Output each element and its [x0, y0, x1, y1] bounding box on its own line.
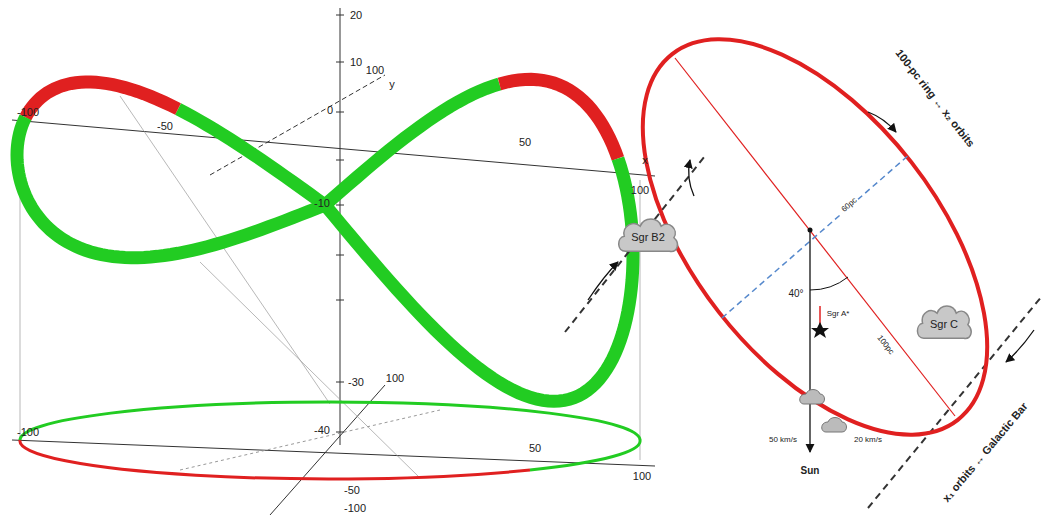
tick-mark [336, 382, 344, 383]
tick-mark [336, 112, 344, 113]
tick-mark [336, 432, 344, 433]
axis-number: y [387, 78, 397, 90]
tick-mark [336, 205, 344, 206]
ribbon-segment [499, 79, 617, 158]
cloud-label: Sgr B2 [616, 231, 680, 243]
axis-number: x [640, 154, 650, 166]
axis-number: -50 [155, 120, 175, 132]
tick-mark [336, 160, 344, 161]
axis-number: 10 [348, 56, 364, 68]
tick-mark [336, 255, 344, 256]
axis-number: 100 [364, 64, 386, 76]
annotation: 50 km/s [767, 436, 799, 445]
projected-orbit [20, 402, 640, 479]
axis-number: -100 [15, 106, 41, 118]
annotation: Sun [799, 465, 822, 476]
annotation: 100-pc ring ↔ x₂ orbits [892, 45, 978, 150]
tick-mark [336, 300, 344, 301]
axis-number: 100 [629, 184, 651, 196]
axis-number: -100 [342, 502, 368, 514]
axis-number: -40 [312, 424, 332, 436]
axis-number: 50 [517, 136, 533, 148]
annotation: 20 km/s [852, 436, 884, 445]
axis-number: 100 [631, 470, 653, 482]
axes-3d [12, 8, 655, 515]
axis-number: -30 [346, 376, 366, 388]
tick-mark [336, 15, 344, 16]
axis-number: 0 [325, 104, 335, 116]
ribbon-segment [178, 109, 633, 401]
axis-number: 20 [348, 9, 364, 21]
axis-number: -10 [312, 197, 332, 209]
cloud-node: Sgr C [915, 303, 973, 341]
axis-number: -100 [15, 426, 41, 438]
ring-panel [565, 0, 1045, 508]
annotation: x₁ orbits ↔ Galactic Bar [939, 398, 1032, 505]
orbit-ribbon [17, 79, 633, 401]
tick-mark [336, 62, 344, 63]
annotation: 60pc [839, 195, 861, 216]
ribbon-segment [17, 84, 499, 258]
annotation: Sgr A* [825, 310, 852, 319]
axis-number: 50 [527, 442, 543, 454]
ribbon-segment [26, 82, 179, 117]
cloud-label: Sgr C [915, 318, 973, 330]
annotation: 40° [786, 288, 805, 299]
axis-number: 100 [384, 372, 406, 384]
cloud-node: Sgr B2 [616, 216, 680, 254]
axis-number: -50 [342, 484, 362, 496]
